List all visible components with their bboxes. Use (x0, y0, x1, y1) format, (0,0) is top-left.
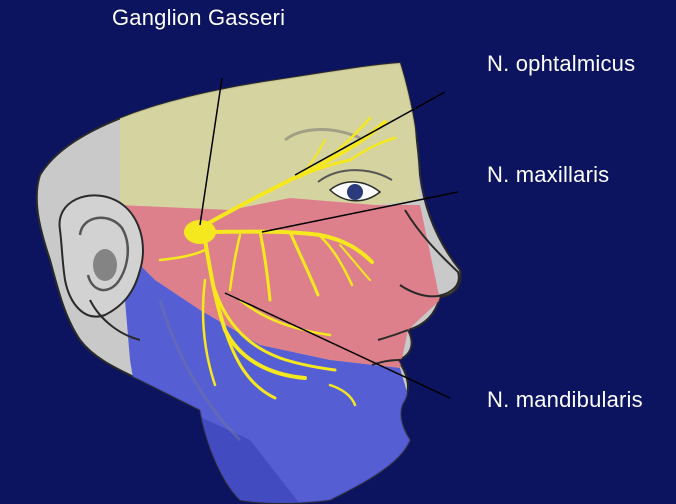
maxillary-nerve-label: N. maxillaris (487, 162, 609, 188)
ganglion-gasseri-label: Ganglion Gasseri (112, 5, 285, 31)
mandibular-nerve-label: N. mandibularis (487, 387, 643, 413)
ophthalmic-nerve-label: N. ophtalmicus (487, 51, 635, 77)
